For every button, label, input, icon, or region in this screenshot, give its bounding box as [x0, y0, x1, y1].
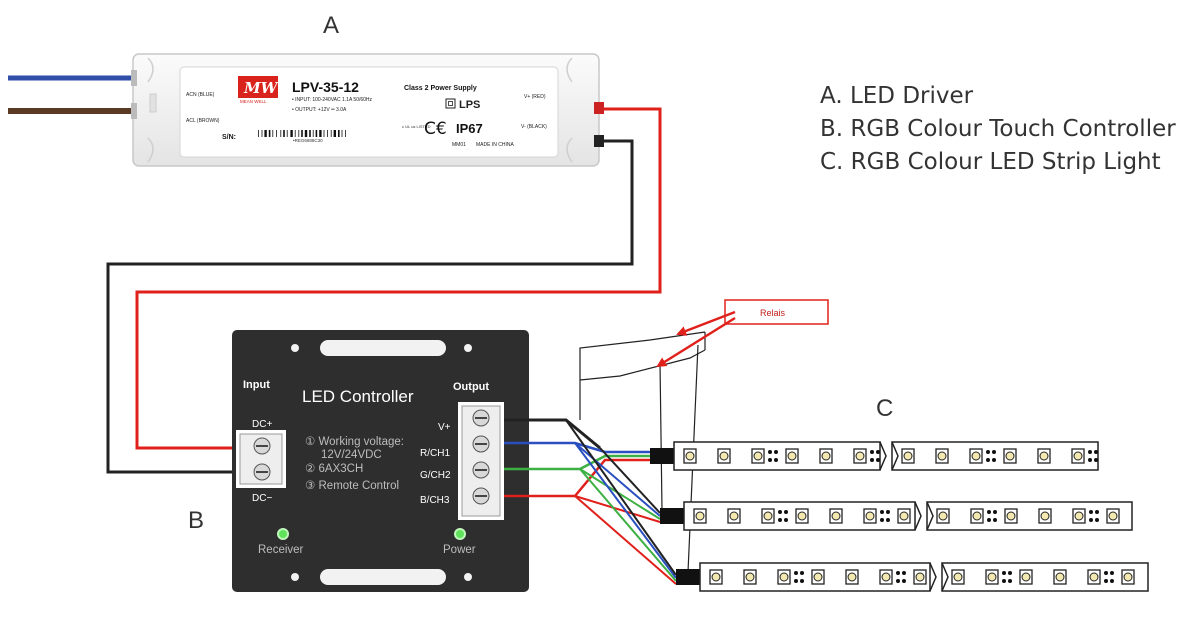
led-chip — [751, 448, 778, 464]
led-chip — [1053, 569, 1067, 585]
led-strip-1 — [650, 441, 1099, 471]
led-chip — [853, 448, 880, 464]
legend-item-b: B. RGB Colour Touch Controller — [820, 116, 1176, 142]
led-chip — [879, 569, 906, 585]
relay-callout: Relais — [656, 299, 829, 368]
out-b-label: B/CH3 — [420, 495, 450, 506]
led-driver: MW MEAN WELL LPV-35-12 Class 2 Power Sup… — [131, 53, 604, 167]
led-chip — [901, 448, 915, 464]
controller-input-label: Input — [243, 379, 270, 391]
led-chip — [1121, 569, 1135, 585]
led-chip — [819, 448, 833, 464]
led-chip — [693, 508, 707, 524]
dc-minus-label: DC− — [252, 493, 272, 504]
led-chip — [970, 508, 997, 524]
legend-item-a: A. LED Driver — [820, 83, 974, 109]
led-chip — [936, 508, 950, 524]
lps-mark: LPS — [445, 98, 480, 111]
led-chip — [969, 448, 996, 464]
led-chip — [1106, 508, 1120, 524]
spec-current: ② 6AX3CH — [305, 463, 363, 475]
sn-label: S/N: — [222, 134, 236, 141]
ip-rating: IP67 — [456, 121, 483, 136]
led-chip — [1087, 569, 1114, 585]
output-screw-1 — [472, 409, 490, 427]
led-chip — [897, 508, 911, 524]
led-chip — [709, 569, 723, 585]
vminus-label: V- (BLACK) — [521, 124, 547, 130]
output-screw-4 — [472, 487, 490, 505]
led-chip — [777, 569, 804, 585]
driver-model: LPV-35-12 — [292, 79, 359, 95]
ce-mark: C€ — [424, 119, 447, 139]
driver-output-spec: • OUTPUT: +12V ═ 3.0A — [292, 107, 347, 113]
meanwell-logo: MW MEAN WELL — [238, 76, 280, 104]
label-b: B — [188, 507, 204, 534]
receiver-led — [277, 528, 289, 540]
acn-label: ACN (BLUE) — [186, 92, 215, 98]
sn-value: •REG6688C30 — [293, 138, 323, 143]
led-chip — [761, 508, 788, 524]
controller-title: LED Controller — [302, 387, 414, 406]
led-chip — [785, 448, 799, 464]
svg-text:LPS: LPS — [459, 99, 480, 111]
driver-class: Class 2 Power Supply — [404, 85, 477, 92]
output-screw-3 — [472, 461, 490, 479]
output-screw-2 — [472, 435, 490, 453]
led-chip — [1071, 448, 1098, 464]
led-strips — [650, 441, 1149, 592]
made-in: MADE IN CHINA — [476, 142, 514, 148]
out-g-label: G/CH2 — [420, 470, 451, 481]
led-chip — [795, 508, 809, 524]
led-chip — [845, 569, 859, 585]
led-chip — [863, 508, 890, 524]
spec-working-voltage: ① Working voltage: — [305, 436, 404, 448]
out-vplus-label: V+ — [438, 422, 451, 433]
led-chip — [1019, 569, 1033, 585]
led-chip — [935, 448, 949, 464]
led-chip — [743, 569, 757, 585]
led-strip-2 — [660, 501, 1133, 531]
spec-remote: ③ Remote Control — [305, 480, 399, 492]
ac-input-wires — [8, 75, 142, 114]
led-chip — [913, 569, 927, 585]
led-controller: LED Controller Input Output DC+ DC− ① Wo… — [232, 330, 529, 592]
led-chip — [1038, 508, 1052, 524]
led-chip — [1037, 448, 1051, 464]
spec-voltage-value: 12V/24VDC — [321, 449, 382, 461]
led-chip — [683, 448, 697, 464]
legend-item-c: C. RGB Colour LED Strip Light — [820, 149, 1161, 175]
led-chip — [1072, 508, 1099, 524]
dc-wires — [106, 107, 662, 474]
ul-mark: c UL us LISTED — [402, 124, 431, 129]
out-r-label: R/CH1 — [420, 448, 450, 459]
led-chip — [811, 569, 825, 585]
label-a: A — [323, 12, 339, 39]
led-chip — [829, 508, 843, 524]
led-chip — [1003, 448, 1017, 464]
mm-code: MM01 — [452, 142, 466, 148]
legend: A. LED Driver B. RGB Colour Touch Contro… — [820, 83, 1176, 175]
acl-label: ACL (BROWN) — [186, 118, 220, 124]
power-label: Power — [443, 544, 476, 556]
label-c: C — [876, 395, 893, 422]
vplus-label: V+ (RED) — [524, 94, 546, 100]
svg-text:MEAN WELL: MEAN WELL — [240, 99, 267, 104]
power-led — [454, 528, 466, 540]
led-chip — [985, 569, 1012, 585]
controller-output-label: Output — [453, 381, 489, 393]
led-chip — [1004, 508, 1018, 524]
led-chip — [951, 569, 965, 585]
led-chip — [717, 448, 731, 464]
relay-callout-label: Relais — [760, 308, 786, 318]
svg-text:MW: MW — [243, 79, 280, 97]
led-strip-3 — [676, 562, 1149, 592]
led-chip — [727, 508, 741, 524]
driver-input-spec: • INPUT: 100-240VAC 1.1A 50/60Hz — [292, 97, 373, 103]
dc-plus-label: DC+ — [252, 419, 272, 430]
barcode — [258, 130, 346, 137]
receiver-label: Receiver — [258, 544, 304, 556]
output-wires — [504, 418, 677, 585]
